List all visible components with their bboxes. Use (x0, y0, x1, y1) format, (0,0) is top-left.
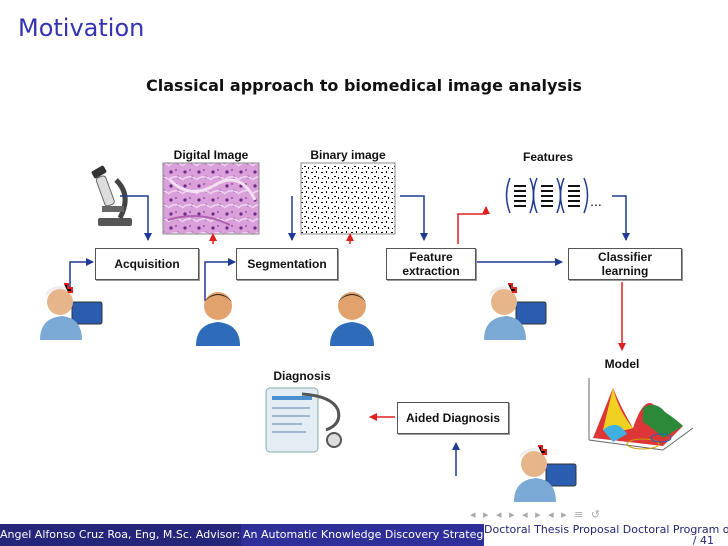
model-label: Model (604, 357, 640, 371)
segmentation-box[interactable]: Segmentation (236, 248, 338, 280)
classifier-learning-line1: Classifier (597, 250, 653, 264)
digital-image (162, 162, 260, 235)
footer-right: Doctoral Thesis Proposal Doctoral Progra… (484, 524, 728, 546)
features-vectors-icon (505, 177, 589, 214)
footer-title: An Automatic Knowledge Discovery Strateg… (241, 524, 484, 546)
features-ellipsis: ... (590, 193, 602, 209)
footer-program: Doctoral Thesis Proposal Doctoral Progra… (484, 524, 728, 536)
slide-title: Motivation (18, 14, 145, 42)
user-icon (196, 292, 240, 346)
doctor-icon (40, 283, 103, 340)
binary-image (300, 162, 396, 235)
classifier-learning-line2: learning (601, 264, 649, 278)
slide-subtitle: Classical approach to biomedical image a… (146, 76, 582, 95)
feature-extraction-box[interactable]: Feature extraction (386, 248, 476, 280)
doctor-icon (484, 283, 547, 340)
beamer-navigation-icons[interactable]: ◂ ▸ ◂ ▸ ◂ ▸ ◂ ▸ ≡ ↺ (470, 508, 603, 521)
doctor-icon (514, 445, 577, 502)
feature-extraction-line1: Feature (409, 250, 453, 264)
binary-image-label: Binary image (310, 148, 386, 162)
acquisition-box[interactable]: Acquisition (95, 248, 199, 280)
clipboard-stethoscope-icon (265, 387, 342, 453)
features-label: Features (522, 150, 574, 164)
aided-diagnosis-box[interactable]: Aided Diagnosis (397, 402, 509, 434)
model-surface-icon (588, 378, 694, 451)
footer-page: / 41 (692, 534, 714, 546)
digital-image-label: Digital Image (173, 148, 249, 162)
footer-author: Angel Alfonso Cruz Roa, Eng, M.Sc. Advis… (0, 524, 241, 546)
microscope-icon (91, 165, 132, 226)
user-icon (330, 292, 374, 346)
feature-extraction-line2: extraction (402, 264, 460, 278)
classifier-learning-box[interactable]: Classifier learning (568, 248, 682, 280)
diagnosis-label: Diagnosis (273, 369, 331, 383)
